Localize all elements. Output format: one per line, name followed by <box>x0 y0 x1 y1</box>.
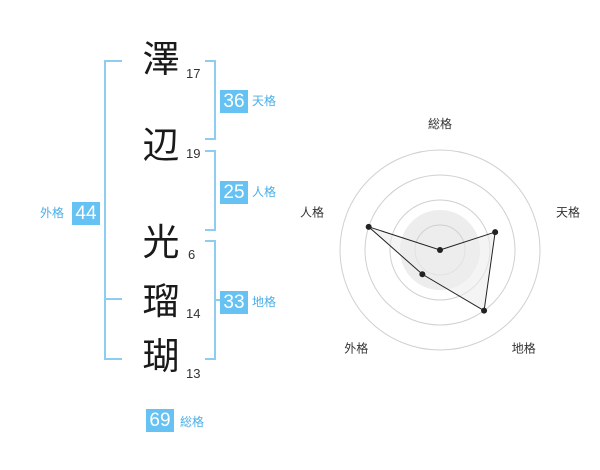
chikaku-label: 地格 <box>252 295 277 309</box>
radar-axis-label-2: 天格 <box>556 204 580 219</box>
stroke-count-1: 17 <box>186 66 201 81</box>
soukaku-value-badge: 69 <box>146 409 174 432</box>
gaikaku-label: 外格 <box>40 206 65 220</box>
name-char-1: 澤 <box>142 38 180 81</box>
chikaku-value-badge: 33 <box>220 291 248 314</box>
jinkaku-bracket <box>205 150 216 231</box>
stroke-count-4: 14 <box>186 306 201 321</box>
radar-ring-4 <box>339 149 541 351</box>
radar-point-2 <box>492 229 499 236</box>
tenkaku-value-badge: 36 <box>220 90 248 113</box>
radar-point-1 <box>437 247 443 253</box>
gaikaku-bracket-tick <box>104 298 122 300</box>
name-char-3: 光 <box>142 221 180 264</box>
tenkaku-bracket <box>205 60 216 140</box>
radar-point-5 <box>365 223 372 230</box>
chikaku-bracket-tick <box>216 299 220 301</box>
soukaku-label: 総格 <box>180 415 205 429</box>
stroke-count-2: 19 <box>186 146 201 161</box>
radar-axis-label-1: 総格 <box>428 116 452 131</box>
radar-axis-label-4: 外格 <box>344 341 368 356</box>
chikaku-bracket <box>205 240 216 360</box>
jinkaku-value-badge: 25 <box>220 181 248 204</box>
radar-axis-label-3: 地格 <box>512 341 536 356</box>
radar-ring-3 <box>364 174 516 326</box>
gaikaku-value-badge: 44 <box>72 202 100 225</box>
stroke-count-5: 13 <box>186 366 201 381</box>
name-char-5: 瑚 <box>142 335 180 378</box>
jinkaku-label: 人格 <box>252 185 277 199</box>
stroke-count-3: 6 <box>188 247 196 262</box>
radar-point-3 <box>481 307 488 314</box>
name-char-2: 辺 <box>142 124 180 167</box>
name-char-4: 瑠 <box>142 280 180 323</box>
radar-axis-label-5: 人格 <box>300 204 324 219</box>
radar-data-polygon <box>368 226 496 312</box>
gaikaku-bracket <box>104 60 122 360</box>
radar-point-4 <box>419 271 426 278</box>
tenkaku-label: 天格 <box>252 94 277 108</box>
